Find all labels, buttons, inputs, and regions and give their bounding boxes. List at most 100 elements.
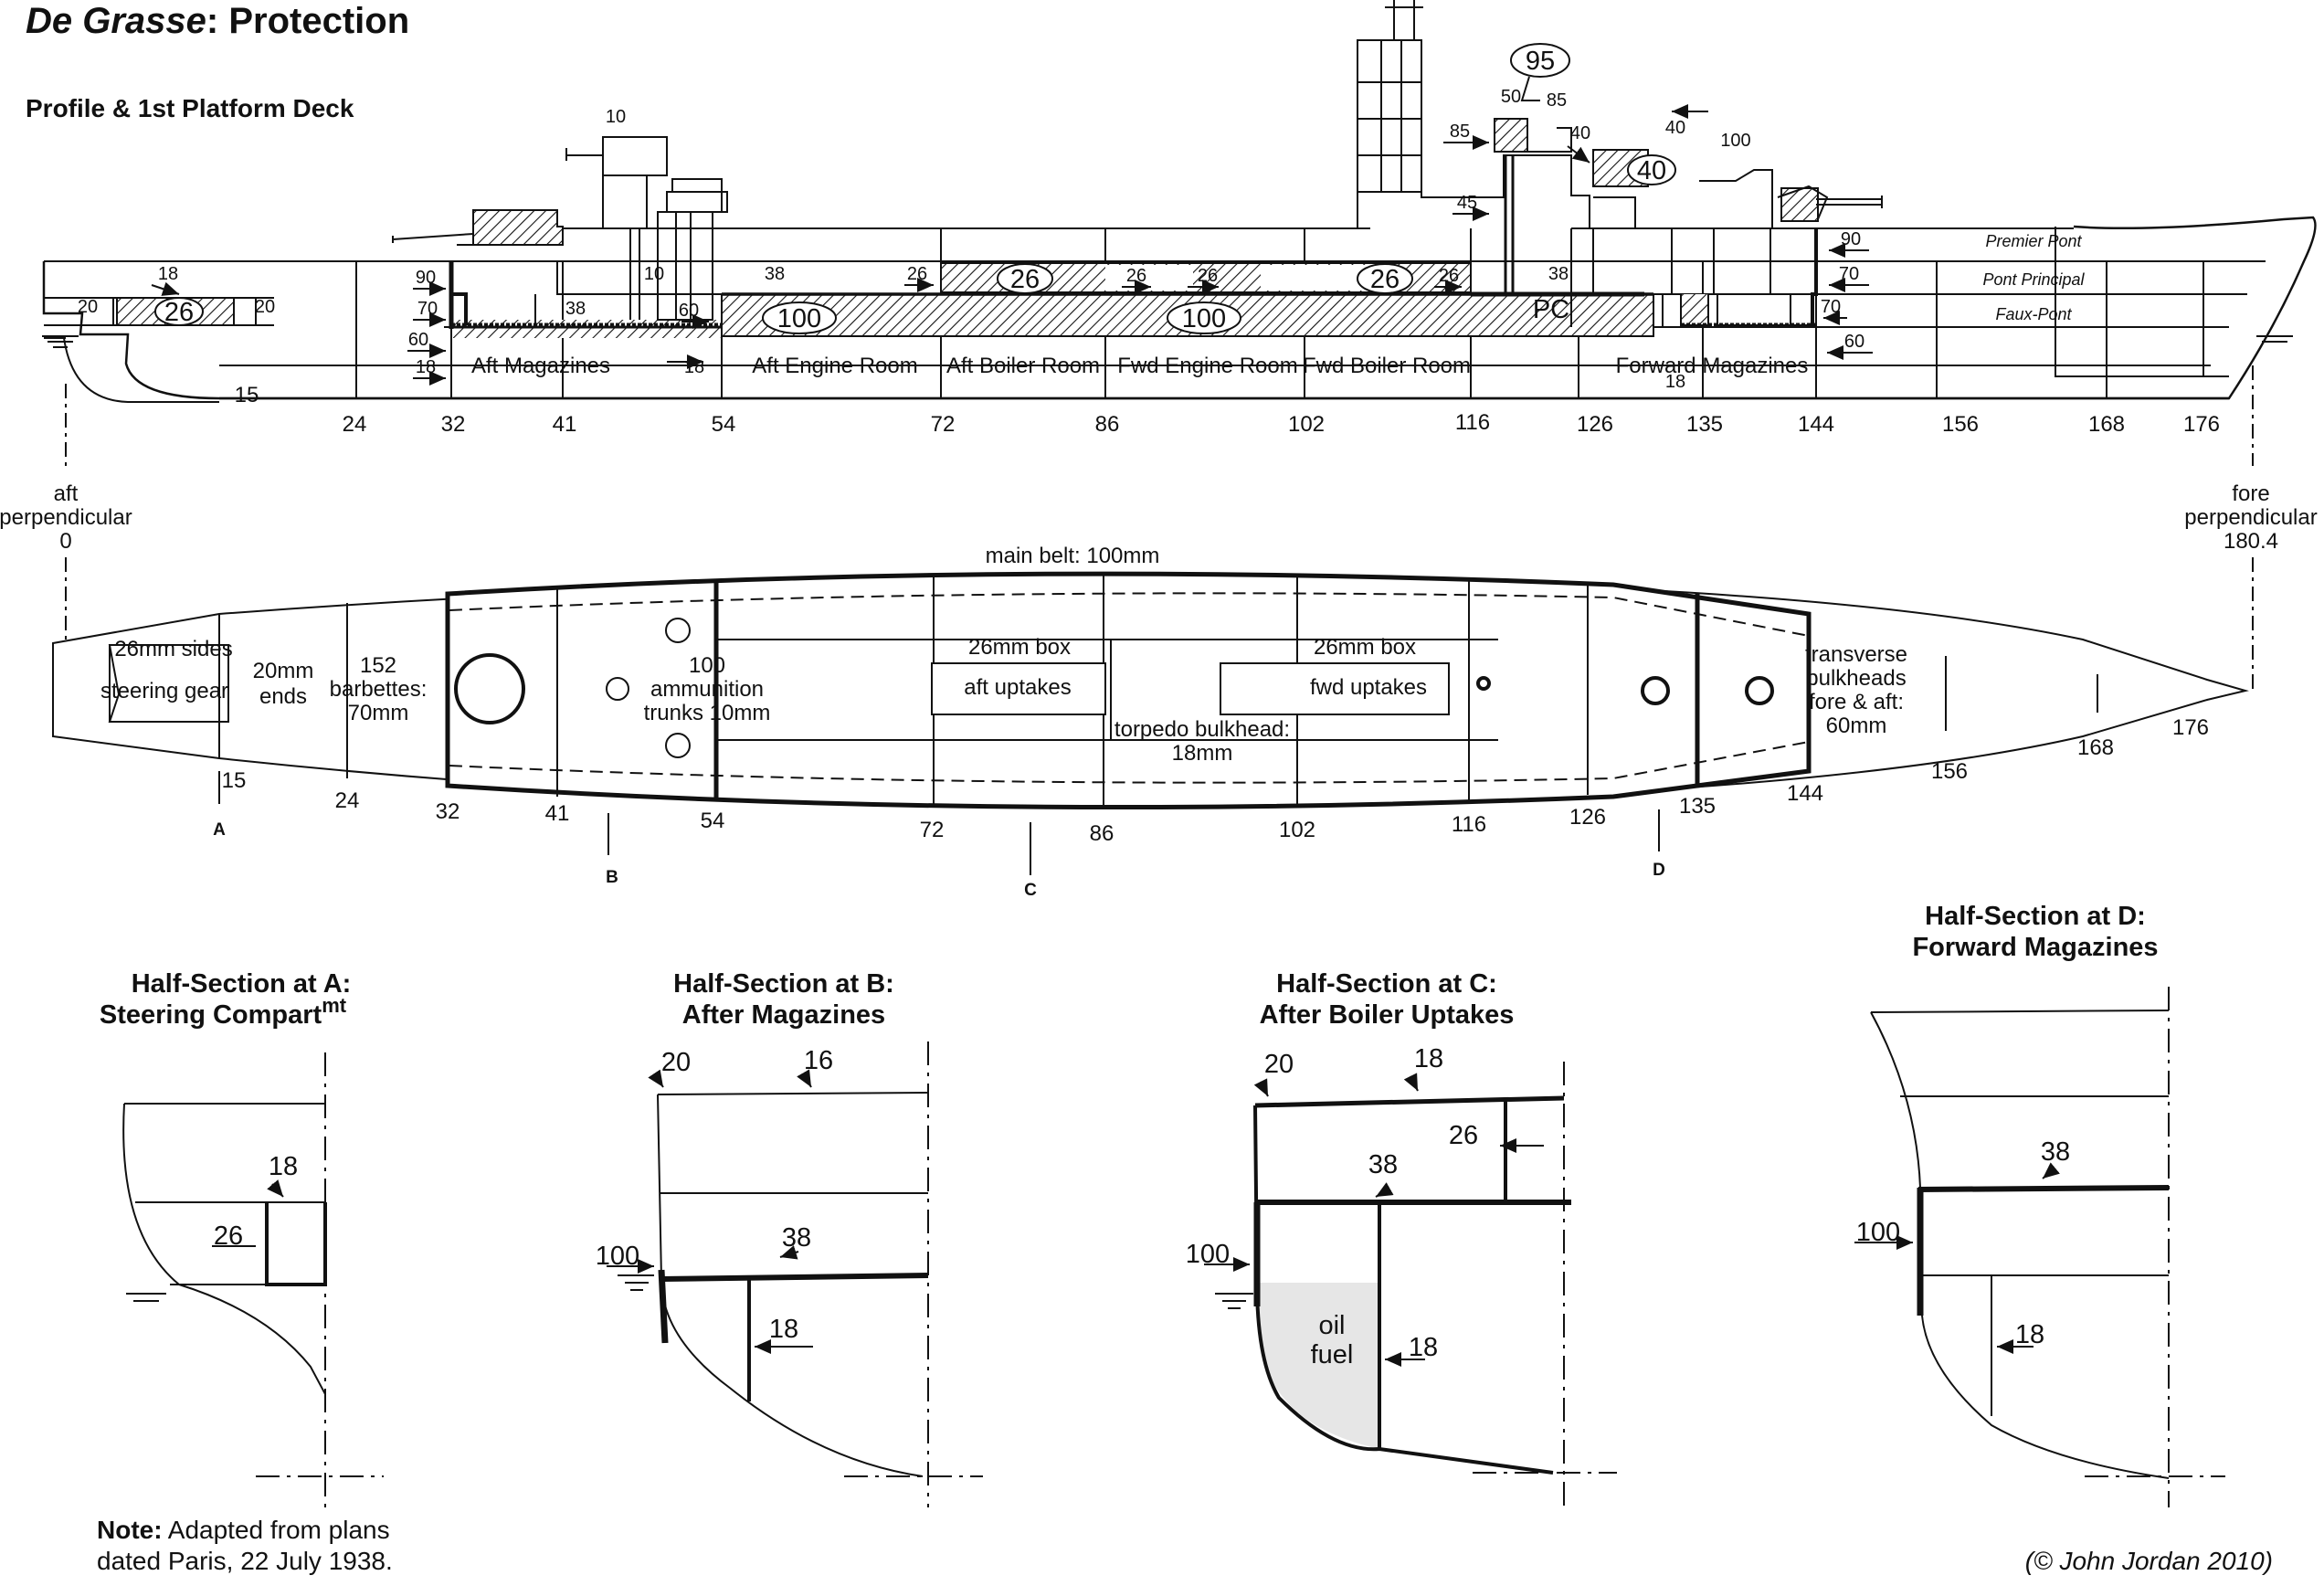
section-d-38: 38 bbox=[2041, 1137, 2070, 1167]
fwd-70b-label: 70 bbox=[1821, 297, 1841, 317]
plan-frame: 54 bbox=[701, 809, 725, 833]
plan-frame: 41 bbox=[545, 801, 570, 826]
compartment-aft-engine-room: Aft Engine Room bbox=[752, 354, 917, 378]
section-a-18: 18 bbox=[269, 1152, 298, 1181]
ct-85a-label: 85 bbox=[1450, 122, 1470, 142]
deck-26c-label: 26 bbox=[1198, 266, 1218, 286]
section-d-title2: Forward Magazines bbox=[1912, 933, 2158, 962]
profile-frame: 126 bbox=[1577, 412, 1613, 437]
deck-premier-pont: Premier Pont bbox=[1985, 232, 2082, 250]
section-b-title2: After Magazines bbox=[682, 1000, 885, 1030]
section-a-title1: Half-Section at A: bbox=[132, 969, 352, 999]
deck-26a-label: 26 bbox=[907, 264, 927, 284]
section-d-100: 100 bbox=[1856, 1218, 1900, 1247]
compartment-aft-boiler-room: Aft Boiler Room bbox=[946, 354, 1100, 378]
profile-frame: 168 bbox=[2088, 412, 2125, 437]
plan-frame: 144 bbox=[1787, 781, 1823, 806]
half-section-b: Half-Section at B: After Magazines 20 16… bbox=[596, 969, 983, 1507]
plan-frame: 156 bbox=[1931, 759, 1968, 784]
fwd-70a-label: 70 bbox=[1839, 264, 1859, 284]
citadel-26a-label: 26 bbox=[1010, 265, 1040, 294]
ship-profile bbox=[42, 0, 2317, 403]
deck-60-label: 60 bbox=[679, 301, 699, 321]
deck-faux-pont: Faux-Pont bbox=[1995, 305, 2072, 323]
plan-torpedo-l1: torpedo bulkhead: bbox=[1114, 717, 1290, 742]
plan-ends-l2: ends bbox=[259, 684, 307, 709]
plan-barb-l2: barbettes: bbox=[330, 677, 428, 702]
plan-view bbox=[52, 571, 2249, 810]
aft-deck-20b-label: 20 bbox=[255, 297, 275, 317]
section-c-fuel1: oil bbox=[1318, 1311, 1345, 1340]
section-marker-d: D bbox=[1653, 861, 1665, 880]
plan-fwd-uptakes: fwd uptakes bbox=[1310, 675, 1427, 700]
ct-40b-label: 40 bbox=[1665, 118, 1685, 138]
fore-perp-line1: fore bbox=[2232, 481, 2269, 506]
fwd-38-label: 38 bbox=[1548, 264, 1569, 284]
profile-frame: 54 bbox=[712, 412, 736, 437]
plan-ends-l1: 20mm bbox=[253, 659, 314, 683]
plan-frame: 24 bbox=[335, 788, 360, 813]
plan-box-aft: 26mm box bbox=[968, 635, 1071, 660]
section-c-38: 38 bbox=[1368, 1150, 1398, 1179]
deck-38a-label: 38 bbox=[565, 299, 586, 319]
section-b-38: 38 bbox=[782, 1223, 811, 1253]
plan-frame: 116 bbox=[1452, 812, 1486, 837]
citadel-100b-label: 100 bbox=[1182, 304, 1226, 333]
profile-frame: 72 bbox=[931, 412, 956, 437]
ct-100-label: 100 bbox=[1720, 131, 1750, 151]
ct-50-label: 50 bbox=[1501, 87, 1521, 107]
plan-torpedo-l2: 18mm bbox=[1172, 741, 1233, 766]
belt-60-label: 60 bbox=[408, 330, 428, 350]
section-d-title1: Half-Section at D: bbox=[1925, 902, 2146, 931]
plan-barb-l1: 152 bbox=[360, 653, 396, 678]
plan-frame: 168 bbox=[2077, 735, 2114, 760]
section-b-18: 18 bbox=[769, 1315, 798, 1344]
plan-trans-l2: bulkheads bbox=[1806, 666, 1906, 691]
half-section-c: Half-Section at C: After Boiler Uptakes … bbox=[1186, 969, 1617, 1507]
turret-40-label: 40 bbox=[1637, 156, 1666, 185]
plan-frame: 72 bbox=[920, 818, 945, 842]
profile-frame: 176 bbox=[2183, 412, 2220, 437]
plan-ammo-l3: trunks 10mm bbox=[644, 701, 771, 725]
citadel-26b-label: 26 bbox=[1370, 265, 1400, 294]
plan-ammo-l1: 100 bbox=[689, 653, 725, 678]
profile-arrows bbox=[151, 104, 1873, 386]
deck-26d-label: 26 bbox=[1439, 266, 1459, 286]
profile-frame: 116 bbox=[1455, 410, 1490, 435]
compartment-fwd-engine-room: Fwd Engine Room bbox=[1117, 354, 1297, 378]
profile-frame: 102 bbox=[1288, 412, 1325, 437]
plan-box-fwd: 26mm box bbox=[1314, 635, 1416, 660]
plan-trans-l4: 60mm bbox=[1826, 714, 1887, 738]
plan-frame: 126 bbox=[1569, 805, 1606, 830]
plan-steering-gear: steering gear bbox=[100, 679, 228, 703]
deck-18-label: 18 bbox=[684, 357, 704, 377]
plan-frame: 32 bbox=[436, 799, 460, 824]
ct-95-label: 95 bbox=[1526, 47, 1555, 76]
plan-frame: 102 bbox=[1279, 818, 1315, 842]
plan-trans-l1: transverse bbox=[1805, 642, 1907, 667]
plan-sides-26: 26mm sides bbox=[114, 637, 232, 661]
fwd-18-label: 18 bbox=[1665, 372, 1685, 392]
profile-frame: 156 bbox=[1942, 412, 1979, 437]
profile-frame: 135 bbox=[1686, 412, 1723, 437]
note-line2: dated Paris, 22 July 1938. bbox=[97, 1547, 393, 1575]
belt-90-label: 90 bbox=[416, 268, 436, 288]
section-c-fuel2: fuel bbox=[1311, 1340, 1354, 1369]
citadel-100a-label: 100 bbox=[777, 304, 821, 333]
profile-frame: 41 bbox=[553, 412, 577, 437]
section-markers bbox=[218, 771, 1660, 875]
ct-40a-label: 40 bbox=[1570, 123, 1590, 143]
aft-perp-line1: aft bbox=[54, 481, 79, 506]
section-a-26: 26 bbox=[214, 1221, 243, 1251]
deck-26b-label: 26 bbox=[1126, 266, 1146, 286]
aft-deck-20a-label: 20 bbox=[78, 297, 98, 317]
belt-70-label: 70 bbox=[417, 299, 438, 319]
ct-85b-label: 85 bbox=[1547, 90, 1567, 111]
plan-frame: 86 bbox=[1090, 821, 1114, 846]
profile-frame: 144 bbox=[1798, 412, 1834, 437]
profile-frame: 32 bbox=[441, 412, 466, 437]
compartment-forward-magazines: Forward Magazines bbox=[1616, 354, 1809, 378]
half-section-a: Half-Section at A: Steering Compartmt 18… bbox=[100, 969, 384, 1507]
aft-perp-line2: perpendicular bbox=[0, 505, 132, 530]
